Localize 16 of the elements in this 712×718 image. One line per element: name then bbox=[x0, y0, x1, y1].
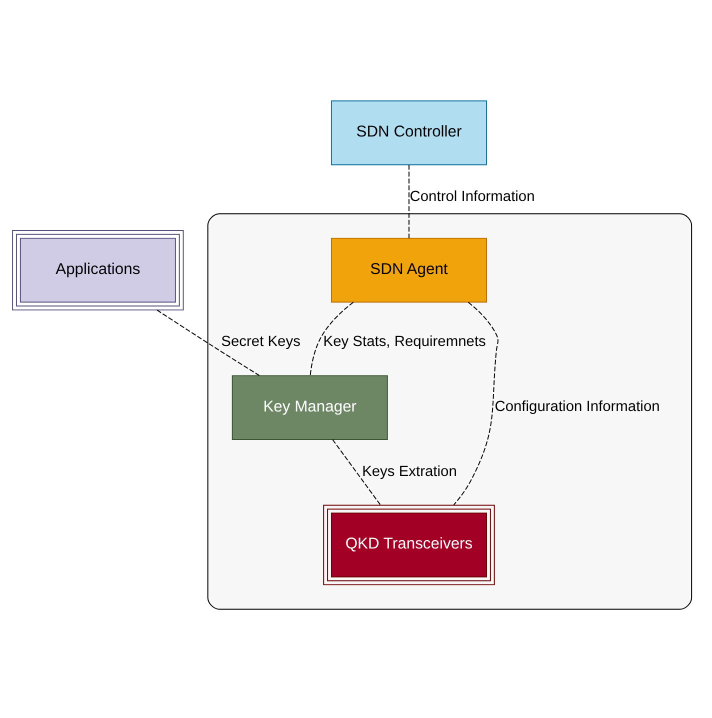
edge-label: Control Information bbox=[410, 189, 535, 206]
edge-label: Secret Keys bbox=[221, 334, 300, 350]
connector bbox=[156, 310, 260, 376]
edge-label: Keys Extration bbox=[362, 464, 457, 480]
connector bbox=[453, 302, 498, 506]
edge-label: Key Stats, Requiremnets bbox=[323, 334, 486, 350]
connector bbox=[332, 439, 381, 506]
node-box: Key Manager bbox=[232, 375, 388, 440]
connector bbox=[310, 302, 354, 376]
connector bbox=[408, 164, 410, 239]
node-box: SDN Agent bbox=[330, 238, 487, 303]
node-box: QKD Transceivers bbox=[323, 504, 495, 586]
cluster bbox=[207, 213, 692, 610]
node-box: Applications bbox=[12, 230, 184, 310]
node-box: SDN Controller bbox=[330, 100, 487, 166]
edge-label: Configuration Information bbox=[494, 399, 660, 416]
